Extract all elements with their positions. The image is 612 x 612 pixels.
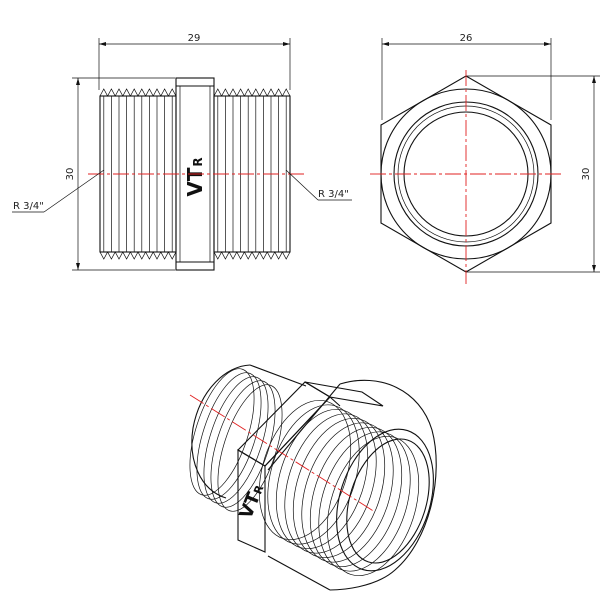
iso-thread-ring (292, 417, 386, 559)
isometric-view: VT R (189, 364, 437, 591)
logo-vtr-iso: VT R (236, 483, 267, 522)
front-view: 29 30 (12, 33, 352, 271)
iso-centerline (189, 394, 376, 513)
iso-end-face (336, 428, 434, 572)
thread-leader-left: R 3/4" (12, 169, 105, 213)
iso-thread-ring (189, 368, 255, 496)
side-view: 26 30 (370, 33, 600, 284)
iso-thread-ring (326, 435, 420, 577)
iso-far-thread (189, 364, 307, 512)
iso-thread-ring (210, 380, 276, 508)
iso-near-thread (258, 379, 437, 591)
svg-text:VT: VT (183, 167, 207, 196)
svg-text:R: R (191, 157, 205, 166)
front-width-dimension: 29 (98, 33, 291, 90)
thread-leader-right: R 3/4" (285, 169, 352, 201)
iso-hex-nut: VT R (236, 381, 384, 553)
hex-nut-front: VT R (175, 77, 215, 271)
front-width-label: 29 (188, 33, 201, 44)
iso-thread-ring (203, 376, 269, 504)
front-height-dimension: 30 (65, 77, 175, 271)
front-height-label: 30 (65, 168, 76, 181)
iso-thread-ring (284, 413, 377, 554)
side-width-dimension: 26 (381, 33, 552, 120)
thread-label-left: R 3/4" (13, 201, 44, 212)
side-height-dimension: 30 (466, 75, 600, 273)
logo-vtr-front: VT R (183, 157, 207, 196)
iso-thread-ring (196, 372, 262, 500)
thread-label-right: R 3/4" (318, 189, 349, 200)
iso-thread-ring (301, 422, 394, 563)
side-height-label: 30 (581, 168, 592, 181)
side-width-label: 26 (460, 33, 473, 44)
iso-thread-ring (318, 431, 411, 572)
